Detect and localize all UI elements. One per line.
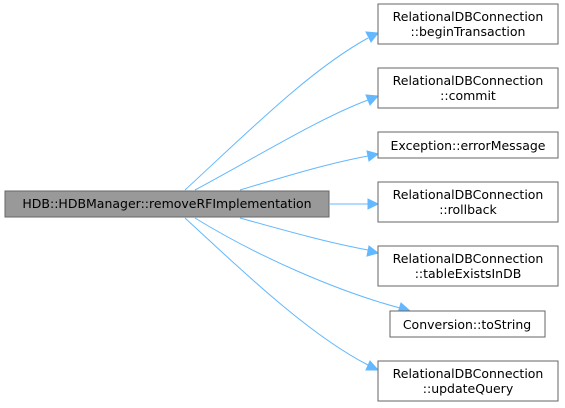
target-node-update-query[interactable]: RelationalDBConnection ::updateQuery [377, 360, 559, 402]
edge-to-rollback [330, 198, 380, 210]
target-node-to-string[interactable]: Conversion::toString [389, 310, 546, 338]
source-node[interactable]: HDB::HDBManager::removeRFImplementation [4, 190, 330, 218]
target-node-label-line2: ::tableExistsInDB [415, 266, 522, 281]
target-node-label: Exception::errorMessage [391, 138, 546, 153]
target-node-label-line1: RelationalDBConnection [393, 187, 544, 202]
target-node-label-line1: RelationalDBConnection [393, 73, 544, 88]
edge-to-update-query [184, 217, 380, 371]
target-node-label-line2: ::commit [440, 88, 496, 103]
target-node-commit[interactable]: RelationalDBConnection ::commit [377, 67, 559, 109]
target-node-label-line2: ::rollback [439, 202, 497, 217]
target-node-table-exists[interactable]: RelationalDBConnection ::tableExistsInDB [377, 245, 559, 287]
edge-to-table-exists [239, 217, 380, 257]
target-node-label: Conversion::toString [403, 317, 531, 332]
edge-to-begin-transaction [184, 31, 379, 191]
target-node-label-line2: ::beginTransaction [411, 24, 526, 39]
target-node-rollback[interactable]: RelationalDBConnection ::rollback [377, 181, 559, 223]
target-node-label-line1: RelationalDBConnection [393, 366, 544, 381]
target-node-label-line1: RelationalDBConnection [393, 9, 544, 24]
target-node-error-message[interactable]: Exception::errorMessage [377, 131, 559, 159]
target-node-label-line1: RelationalDBConnection [393, 251, 544, 266]
edge-to-error-message [239, 150, 380, 191]
target-node-label-line2: ::updateQuery [423, 381, 514, 396]
source-node-label: HDB::HDBManager::removeRFImplementation [22, 196, 311, 211]
target-node-begin-transaction[interactable]: RelationalDBConnection ::beginTransactio… [377, 3, 559, 45]
edge-to-commit [194, 94, 380, 191]
